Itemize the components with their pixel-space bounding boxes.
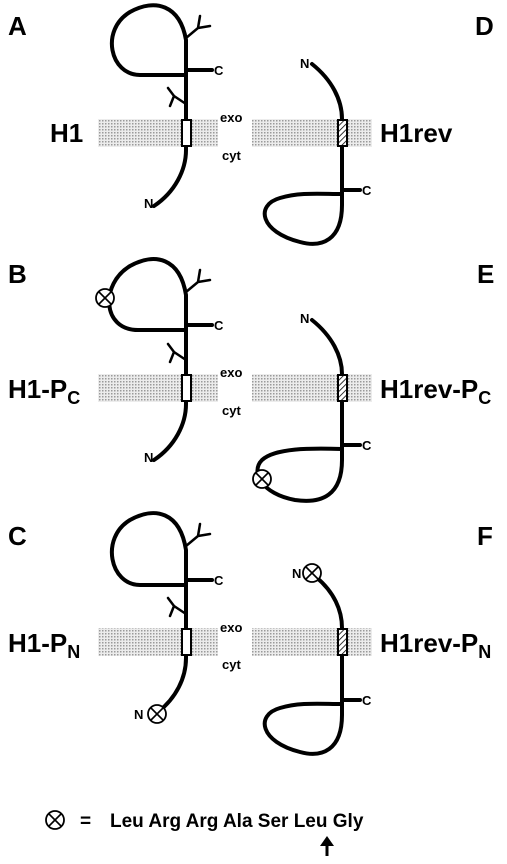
n-terminus-label: N: [134, 707, 143, 722]
panel-letter-d: D: [475, 11, 494, 41]
construct-label-h1: H1: [50, 118, 83, 148]
n-terminus-label: N: [300, 56, 309, 71]
tm-segment: [337, 374, 348, 402]
n-terminus-label: N: [292, 566, 301, 581]
h1rev-chain: [262, 62, 362, 246]
circled-x-icon: [45, 810, 65, 830]
tm-segment: [181, 119, 192, 147]
n-terminus-label: N: [144, 196, 153, 211]
membrane-left: [98, 119, 218, 147]
c-terminus-label: C: [214, 63, 224, 78]
h1-pc-chain: [107, 257, 214, 462]
circled-x-icon: [95, 288, 115, 308]
glycosylation-icon: [166, 86, 188, 108]
legend-equals: =: [80, 811, 91, 832]
panel-a: A C N H1 exo cyt: [8, 3, 242, 211]
panel-letter-e: E: [477, 259, 494, 289]
panel-d: D N C H1rev: [252, 11, 494, 246]
glycosylation-icon: [166, 342, 188, 364]
panel-c: C C N H1-PN exo cyt: [8, 511, 242, 724]
panel-letter-f: F: [477, 521, 493, 551]
c-terminus-label: C: [362, 183, 372, 198]
glycosylation-icon: [184, 522, 212, 548]
cyt-label: cyt: [222, 148, 241, 163]
panel-b: B C N H1-PC exo cyt: [8, 257, 242, 465]
c-terminus-label: C: [214, 318, 224, 333]
membrane-right: [252, 119, 372, 147]
membrane-left: [98, 374, 218, 402]
membrane-left: [98, 628, 218, 656]
exo-label: exo: [220, 110, 242, 125]
circled-x-icon: [302, 563, 322, 583]
h1rev-pn-chain: [262, 575, 362, 756]
legend-sequence: Leu Arg Arg Ala Ser Leu Gly: [110, 811, 364, 832]
construct-label-h1-pc: H1-PC: [8, 374, 80, 408]
tm-segment: [337, 628, 348, 656]
c-terminus-label: C: [214, 573, 224, 588]
glycosylation-icon: [184, 14, 212, 40]
tm-segment: [181, 628, 192, 656]
tm-segment: [337, 119, 348, 147]
cyt-label: cyt: [222, 657, 241, 672]
panel-e: E N C H1rev-PC: [252, 259, 494, 503]
glycosylation-icon: [166, 596, 188, 618]
panel-letter-c: C: [8, 521, 27, 551]
panel-f: F N C H1rev-PN: [252, 521, 493, 756]
exo-label: exo: [220, 620, 242, 635]
h1-pn-chain: [110, 511, 214, 714]
n-terminus-label: N: [144, 450, 153, 465]
construct-label-h1rev-pc: H1rev-PC: [380, 374, 491, 408]
membrane-right: [252, 628, 372, 656]
cyt-label: cyt: [222, 403, 241, 418]
panel-letter-a: A: [8, 11, 27, 41]
panel-letter-b: B: [8, 259, 27, 289]
h1-chain: [110, 3, 214, 208]
circled-x-icon: [147, 704, 167, 724]
c-terminus-label: C: [362, 693, 372, 708]
circled-x-icon: [252, 469, 272, 489]
exo-label: exo: [220, 365, 242, 380]
legend: = Leu Arg Arg Ala Ser Leu Gly: [45, 810, 364, 856]
membrane-right: [252, 374, 372, 402]
construct-label-h1-pn: H1-PN: [8, 628, 80, 662]
tm-segment: [181, 374, 192, 402]
h1rev-pc-chain: [255, 318, 362, 503]
n-terminus-label: N: [300, 311, 309, 326]
c-terminus-label: C: [362, 438, 372, 453]
up-arrow-head: [320, 836, 334, 846]
construct-label-h1rev: H1rev: [380, 118, 453, 148]
construct-label-h1rev-pn: H1rev-PN: [380, 628, 491, 662]
glycosylation-icon: [184, 268, 212, 294]
